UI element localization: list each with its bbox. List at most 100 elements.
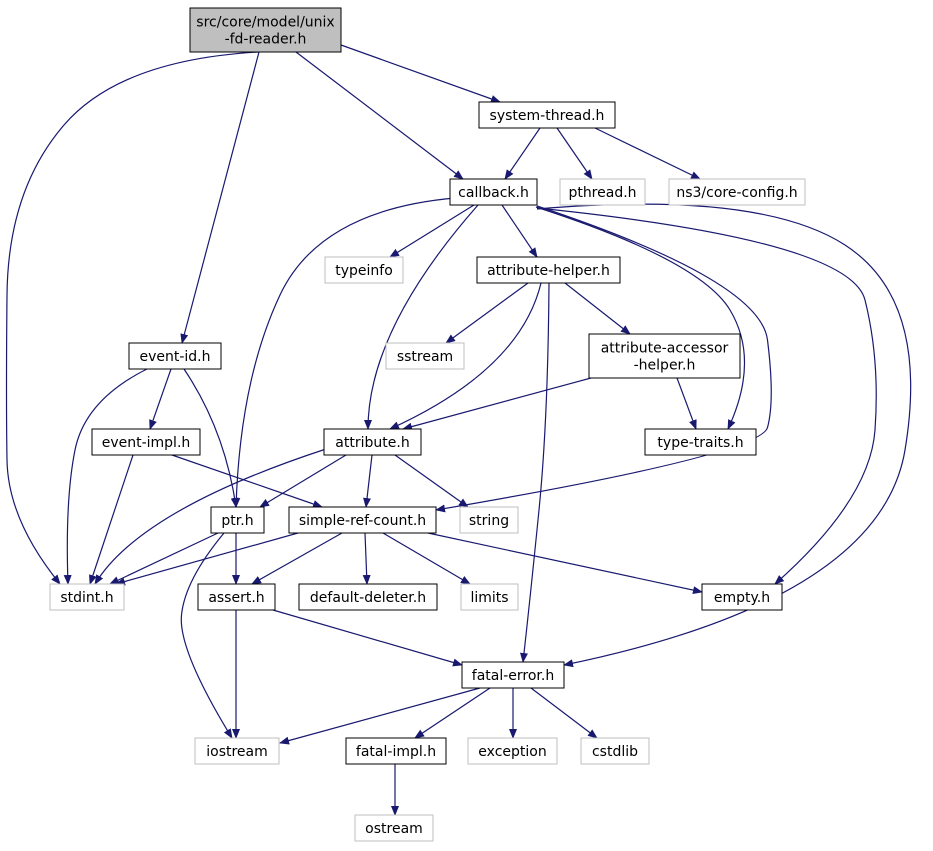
- node-box: [580, 737, 650, 765]
- edge-callback-to-typeinfo: [389, 204, 475, 258]
- edge-callback-to-attribute: [364, 204, 479, 430]
- node-label: typeinfo: [335, 263, 393, 279]
- node-box: [476, 256, 621, 284]
- node-callback[interactable]: callback.h: [449, 178, 538, 206]
- edge-system-thread-to-pthread: [556, 127, 593, 180]
- edge-event-id-to-event-impl: [149, 368, 172, 430]
- node-box: [324, 256, 404, 284]
- node-box: [49, 583, 125, 611]
- node-label: string: [469, 513, 509, 529]
- edge-attribute-helper-to-attribute: [389, 282, 542, 430]
- node-box: [210, 506, 265, 534]
- node-string: string: [459, 506, 519, 534]
- node-stdint: stdint.h: [49, 583, 125, 611]
- node-box: [189, 7, 342, 53]
- node-box: [323, 428, 422, 456]
- node-label: sstream: [397, 349, 453, 365]
- edge-unix-fd-reader-to-stdint: [5, 51, 259, 585]
- node-unix-fd-reader[interactable]: src/core/model/unix-fd-reader.h: [189, 7, 342, 53]
- edge-attribute-to-simple-ref-count: [363, 454, 373, 508]
- edge-system-thread-to-core-config: [594, 127, 701, 180]
- node-label: ostream: [365, 821, 423, 837]
- node-box: [588, 333, 741, 379]
- node-box: [459, 506, 519, 534]
- edge-callback-to-attribute-helper: [501, 204, 538, 258]
- node-label: callback.h: [458, 185, 529, 201]
- node-label: pthread.h: [568, 185, 636, 201]
- node-label: attribute-accessor: [601, 341, 729, 357]
- node-label: simple-ref-count.h: [299, 513, 426, 529]
- edge-attribute-to-stdint: [94, 448, 327, 585]
- edge-ptr-to-iostream: [180, 532, 233, 739]
- node-box: [354, 814, 434, 842]
- node-box: [128, 342, 222, 370]
- node-box: [644, 428, 757, 456]
- node-label: ns3/core-config.h: [676, 185, 797, 201]
- edge-event-impl-to-stdint: [89, 454, 134, 585]
- edge-attribute-to-string: [394, 454, 469, 508]
- node-label: event-id.h: [139, 349, 210, 365]
- node-box: [288, 506, 437, 534]
- node-attribute-helper[interactable]: attribute-helper.h: [476, 256, 621, 284]
- node-label: fatal-error.h: [472, 668, 554, 684]
- node-limits: limits: [460, 583, 519, 611]
- edge-assert-to-fatal-error: [272, 609, 463, 667]
- node-fatal-error[interactable]: fatal-error.h: [461, 661, 565, 689]
- node-label: type-traits.h: [657, 435, 743, 451]
- node-system-thread[interactable]: system-thread.h: [478, 101, 616, 129]
- node-fatal-impl[interactable]: fatal-impl.h: [345, 737, 447, 765]
- node-label: exception: [478, 744, 546, 760]
- node-event-impl[interactable]: event-impl.h: [91, 428, 201, 456]
- node-label: src/core/model/unix: [196, 15, 334, 31]
- node-assert[interactable]: assert.h: [197, 583, 276, 611]
- edge-unix-fd-reader-to-event-id: [180, 51, 260, 344]
- node-box: [460, 583, 519, 611]
- node-label: iostream: [206, 744, 268, 760]
- edge-event-id-to-ptr: [183, 368, 239, 508]
- node-label: empty.h: [714, 590, 770, 606]
- node-label: ptr.h: [221, 513, 253, 529]
- node-label: fatal-impl.h: [356, 744, 436, 760]
- node-box: [197, 583, 276, 611]
- edge-attribute-accessor-helper-to-type-traits: [676, 377, 697, 430]
- node-box: [701, 583, 783, 611]
- edge-unix-fd-reader-to-system-thread: [340, 44, 501, 103]
- edge-event-impl-to-simple-ref-count: [171, 454, 323, 508]
- node-core-config: ns3/core-config.h: [668, 178, 806, 206]
- node-label: limits: [470, 590, 508, 606]
- node-box: [467, 737, 558, 765]
- node-simple-ref-count[interactable]: simple-ref-count.h: [288, 506, 437, 534]
- node-box: [91, 428, 201, 456]
- edge-fatal-error-to-iostream: [279, 687, 481, 745]
- node-box: [345, 737, 447, 765]
- edge-fatal-error-to-fatal-impl: [414, 687, 491, 739]
- node-label: event-impl.h: [102, 435, 191, 451]
- node-box: [298, 583, 438, 611]
- node-ptr[interactable]: ptr.h: [210, 506, 265, 534]
- node-box: [478, 101, 616, 129]
- edge-attribute-helper-to-fatal-error: [520, 282, 550, 663]
- edge-simple-ref-count-to-limits: [382, 532, 471, 585]
- node-attribute-accessor-helper[interactable]: attribute-accessor-helper.h: [588, 333, 741, 379]
- node-event-id[interactable]: event-id.h: [128, 342, 222, 370]
- edge-system-thread-to-callback: [504, 127, 541, 180]
- edge-callback-to-ptr: [232, 197, 456, 508]
- node-type-traits[interactable]: type-traits.h: [644, 428, 757, 456]
- edge-callback-to-type-traits: [535, 206, 746, 430]
- edge-simple-ref-count-to-empty: [427, 532, 703, 595]
- node-box: [449, 178, 538, 206]
- node-empty[interactable]: empty.h: [701, 583, 783, 611]
- node-box: [559, 178, 646, 206]
- node-label: stdint.h: [60, 590, 113, 606]
- edge-attribute-accessor-helper-to-attribute: [402, 377, 592, 431]
- node-box: [461, 661, 565, 689]
- node-box: [194, 737, 280, 765]
- node-label: -helper.h: [634, 358, 696, 374]
- edge-attribute-helper-to-sstream: [445, 282, 529, 344]
- node-attribute[interactable]: attribute.h: [323, 428, 422, 456]
- node-default-deleter[interactable]: default-deleter.h: [298, 583, 438, 611]
- edge-callback-to-simple-ref-count: [435, 205, 772, 513]
- node-pthread: pthread.h: [559, 178, 646, 206]
- node-label: assert.h: [208, 590, 264, 606]
